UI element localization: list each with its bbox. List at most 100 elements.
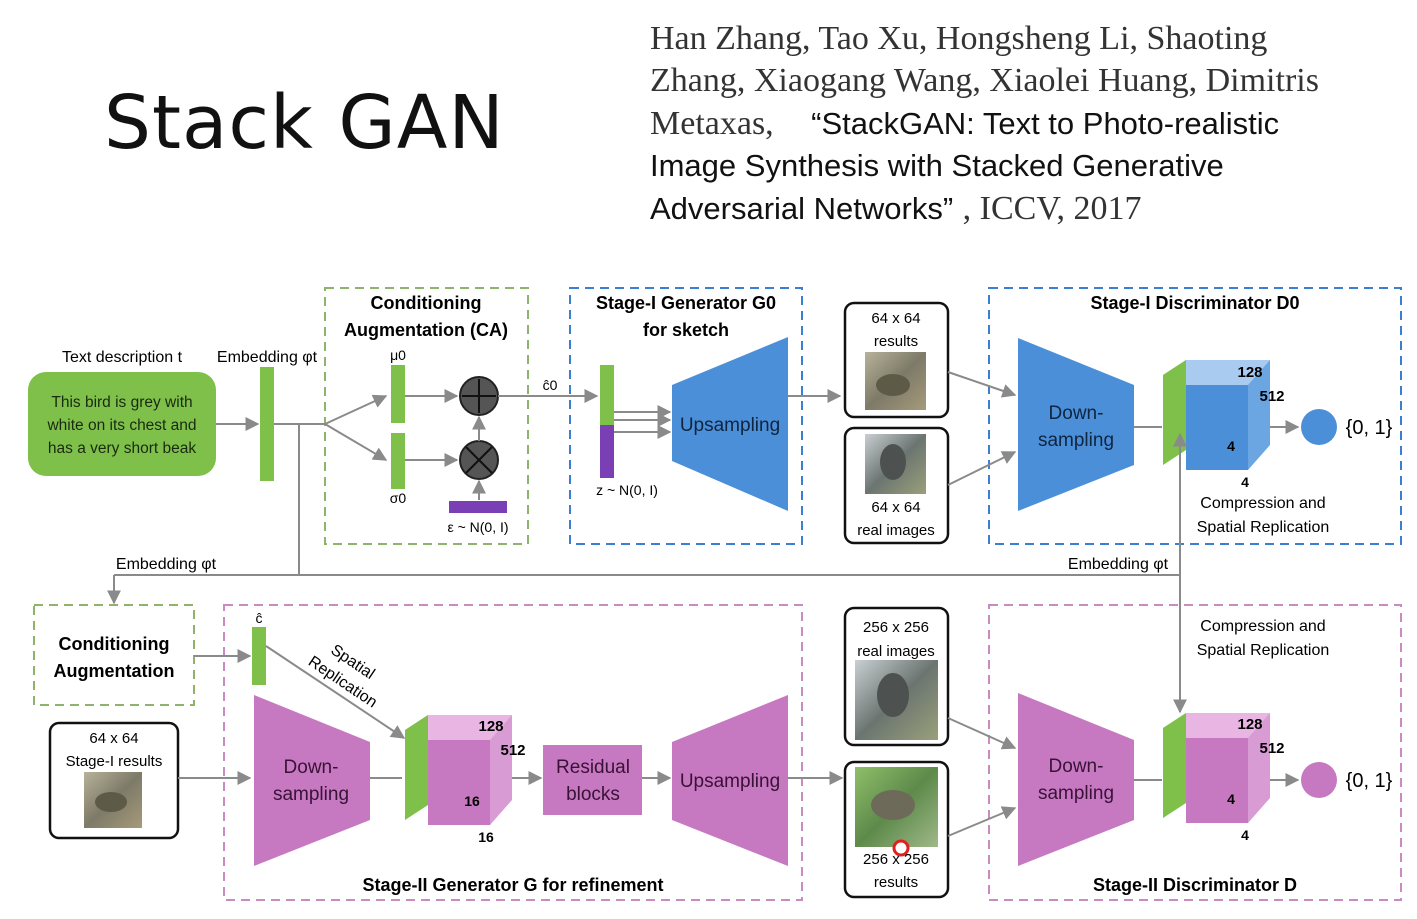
stage2-disc-feature-cube (1163, 713, 1270, 823)
g-down-line-1: Down- (284, 757, 339, 778)
stage1-upsampling-label: Upsampling (680, 415, 780, 436)
citation-paper-line-3: Adversarial Networks” (650, 191, 954, 226)
embedding-vector (260, 367, 274, 481)
results256-line-1: 256 x 256 (863, 851, 929, 868)
real256-line-1: 256 x 256 (863, 619, 929, 636)
mu-label: μ0 (390, 347, 406, 363)
stage2-generator-feature-cube (405, 715, 512, 825)
d-compression-line-1: Compression and (1200, 618, 1325, 635)
stage2-downsampling-block (254, 695, 370, 866)
arrow-results256-to-d (947, 806, 1017, 837)
d0-output-label: {0, 1} (1346, 417, 1393, 439)
embedding-right-label: Embedding φt (1068, 556, 1169, 573)
stage1-discriminator-box (988, 287, 1402, 545)
citation-authors-line-2: Zhang, Xiaogang Wang, Xiaolei Huang, Dim… (650, 62, 1319, 99)
text-description-line-2: white on its chest and (46, 417, 196, 434)
d0-compression-line-1: Compression and (1200, 495, 1325, 512)
citation-paper-line-1: “StackGAN: Text to Photo-realistic (811, 106, 1280, 141)
g-dim-128: 128 (478, 718, 503, 735)
arrow-real-to-d0 (947, 451, 1017, 486)
ca2-box (33, 604, 195, 706)
d0-down-line-1: Down- (1049, 403, 1104, 424)
citation-paper-line-2: Image Synthesis with Stacked Generative (650, 148, 1224, 183)
d0-dim-4-bottom: 4 (1241, 474, 1249, 490)
stage1-downsampling-block (1018, 338, 1134, 511)
real64-line-1: 64 x 64 (871, 499, 920, 516)
stage2-disc-downsampling-block (1018, 693, 1134, 866)
d-output-node (1301, 762, 1337, 798)
sigma-label: σ0 (390, 490, 407, 506)
arrow-c-to-cube (265, 645, 406, 739)
d0-dim-4-inner: 4 (1227, 438, 1235, 454)
z-vector (600, 425, 614, 478)
d0-dim-128: 128 (1237, 364, 1262, 381)
epsilon-vector (449, 501, 507, 513)
real64-line-2: real images (857, 522, 935, 539)
c0-label: ĉ0 (543, 377, 558, 393)
citation-venue: , ICCV, 2017 (962, 190, 1142, 227)
d-title: Stage-II Discriminator D (1093, 875, 1297, 895)
text-description-label: Text description t (62, 349, 183, 366)
residual-blocks (543, 745, 642, 815)
paper-citation: Han Zhang, Tao Xu, Hongsheng Li, Shaotin… (650, 18, 1410, 230)
d-dim-4-bottom: 4 (1241, 827, 1249, 843)
text-description-line-1: This bird is grey with (51, 394, 192, 411)
stage1-results-line-1: 64 x 64 (89, 730, 138, 747)
stage1-upsampling-block (672, 337, 788, 511)
ca2-title-line-1: Conditioning (59, 634, 170, 654)
stage1-generator-box (569, 287, 803, 545)
ca-title-line-2: Augmentation (CA) (344, 320, 508, 340)
residual-line-1: Residual (556, 757, 630, 778)
d-output-label: {0, 1} (1346, 770, 1393, 792)
results64-line-1: 64 x 64 (871, 310, 920, 327)
sigma-vector (391, 433, 405, 489)
g0-title-line-2: for sketch (643, 320, 729, 340)
citation-authors-line-1: Han Zhang, Tao Xu, Hongsheng Li, Shaotin… (650, 20, 1268, 57)
stage2-discriminator-box (988, 604, 1402, 901)
d0-down-line-2: sampling (1038, 430, 1114, 451)
text-description-line-3: has a very short beak (48, 440, 196, 457)
plus-icon (459, 376, 499, 416)
c0-vector (600, 365, 614, 425)
ca-title-line-1: Conditioning (371, 293, 482, 313)
g-dim-16-inner: 16 (464, 793, 480, 809)
stage2-upsampling-label: Upsampling (680, 771, 780, 792)
g-down-line-2: sampling (273, 784, 349, 805)
d0-dim-512: 512 (1259, 388, 1284, 405)
arrow-to-sigma (324, 423, 388, 461)
multiply-icon (459, 440, 499, 480)
citation-authors-line-3: Metaxas, (650, 105, 774, 142)
z-label: z ~ N(0, I) (596, 482, 658, 498)
bird-shape-icon (880, 444, 906, 480)
ca-group-box (324, 287, 529, 545)
bird-shape-icon (871, 790, 915, 820)
stage1-results-line-2: Stage-I results (66, 753, 163, 770)
d-compression-line-2: Spatial Replication (1197, 642, 1330, 659)
stage2-upsampling-block (672, 695, 788, 866)
arrow-results-to-d0 (947, 371, 1017, 398)
cursor-indicator-icon (892, 839, 910, 857)
d-down-line-2: sampling (1038, 783, 1114, 804)
c-hat-label: ĉ (256, 610, 263, 626)
text-description-box (28, 372, 216, 476)
bird-shape-icon (877, 673, 909, 717)
bird-shape-icon (876, 374, 910, 396)
arrow-real256-to-d (947, 717, 1017, 750)
g-dim-16-bottom: 16 (478, 829, 494, 845)
real256-line-2: real images (857, 643, 935, 660)
g-title: Stage-II Generator G for refinement (362, 875, 663, 895)
residual-line-2: blocks (566, 784, 620, 805)
bird-shape-icon (95, 792, 127, 812)
d-dim-512: 512 (1259, 740, 1284, 757)
g0-title-line-1: Stage-I Generator G0 (596, 293, 776, 313)
results256-line-2: results (874, 874, 918, 891)
d0-output-node (1301, 409, 1337, 445)
stage1-feature-cube (1163, 360, 1270, 470)
embedding-label: Embedding φt (217, 349, 318, 366)
d-down-line-1: Down- (1049, 756, 1104, 777)
slide-title: Stack GAN (104, 80, 505, 166)
g-dim-512: 512 (500, 742, 525, 759)
d0-compression-line-2: Spatial Replication (1197, 519, 1330, 536)
stage2-generator-box (223, 604, 803, 901)
